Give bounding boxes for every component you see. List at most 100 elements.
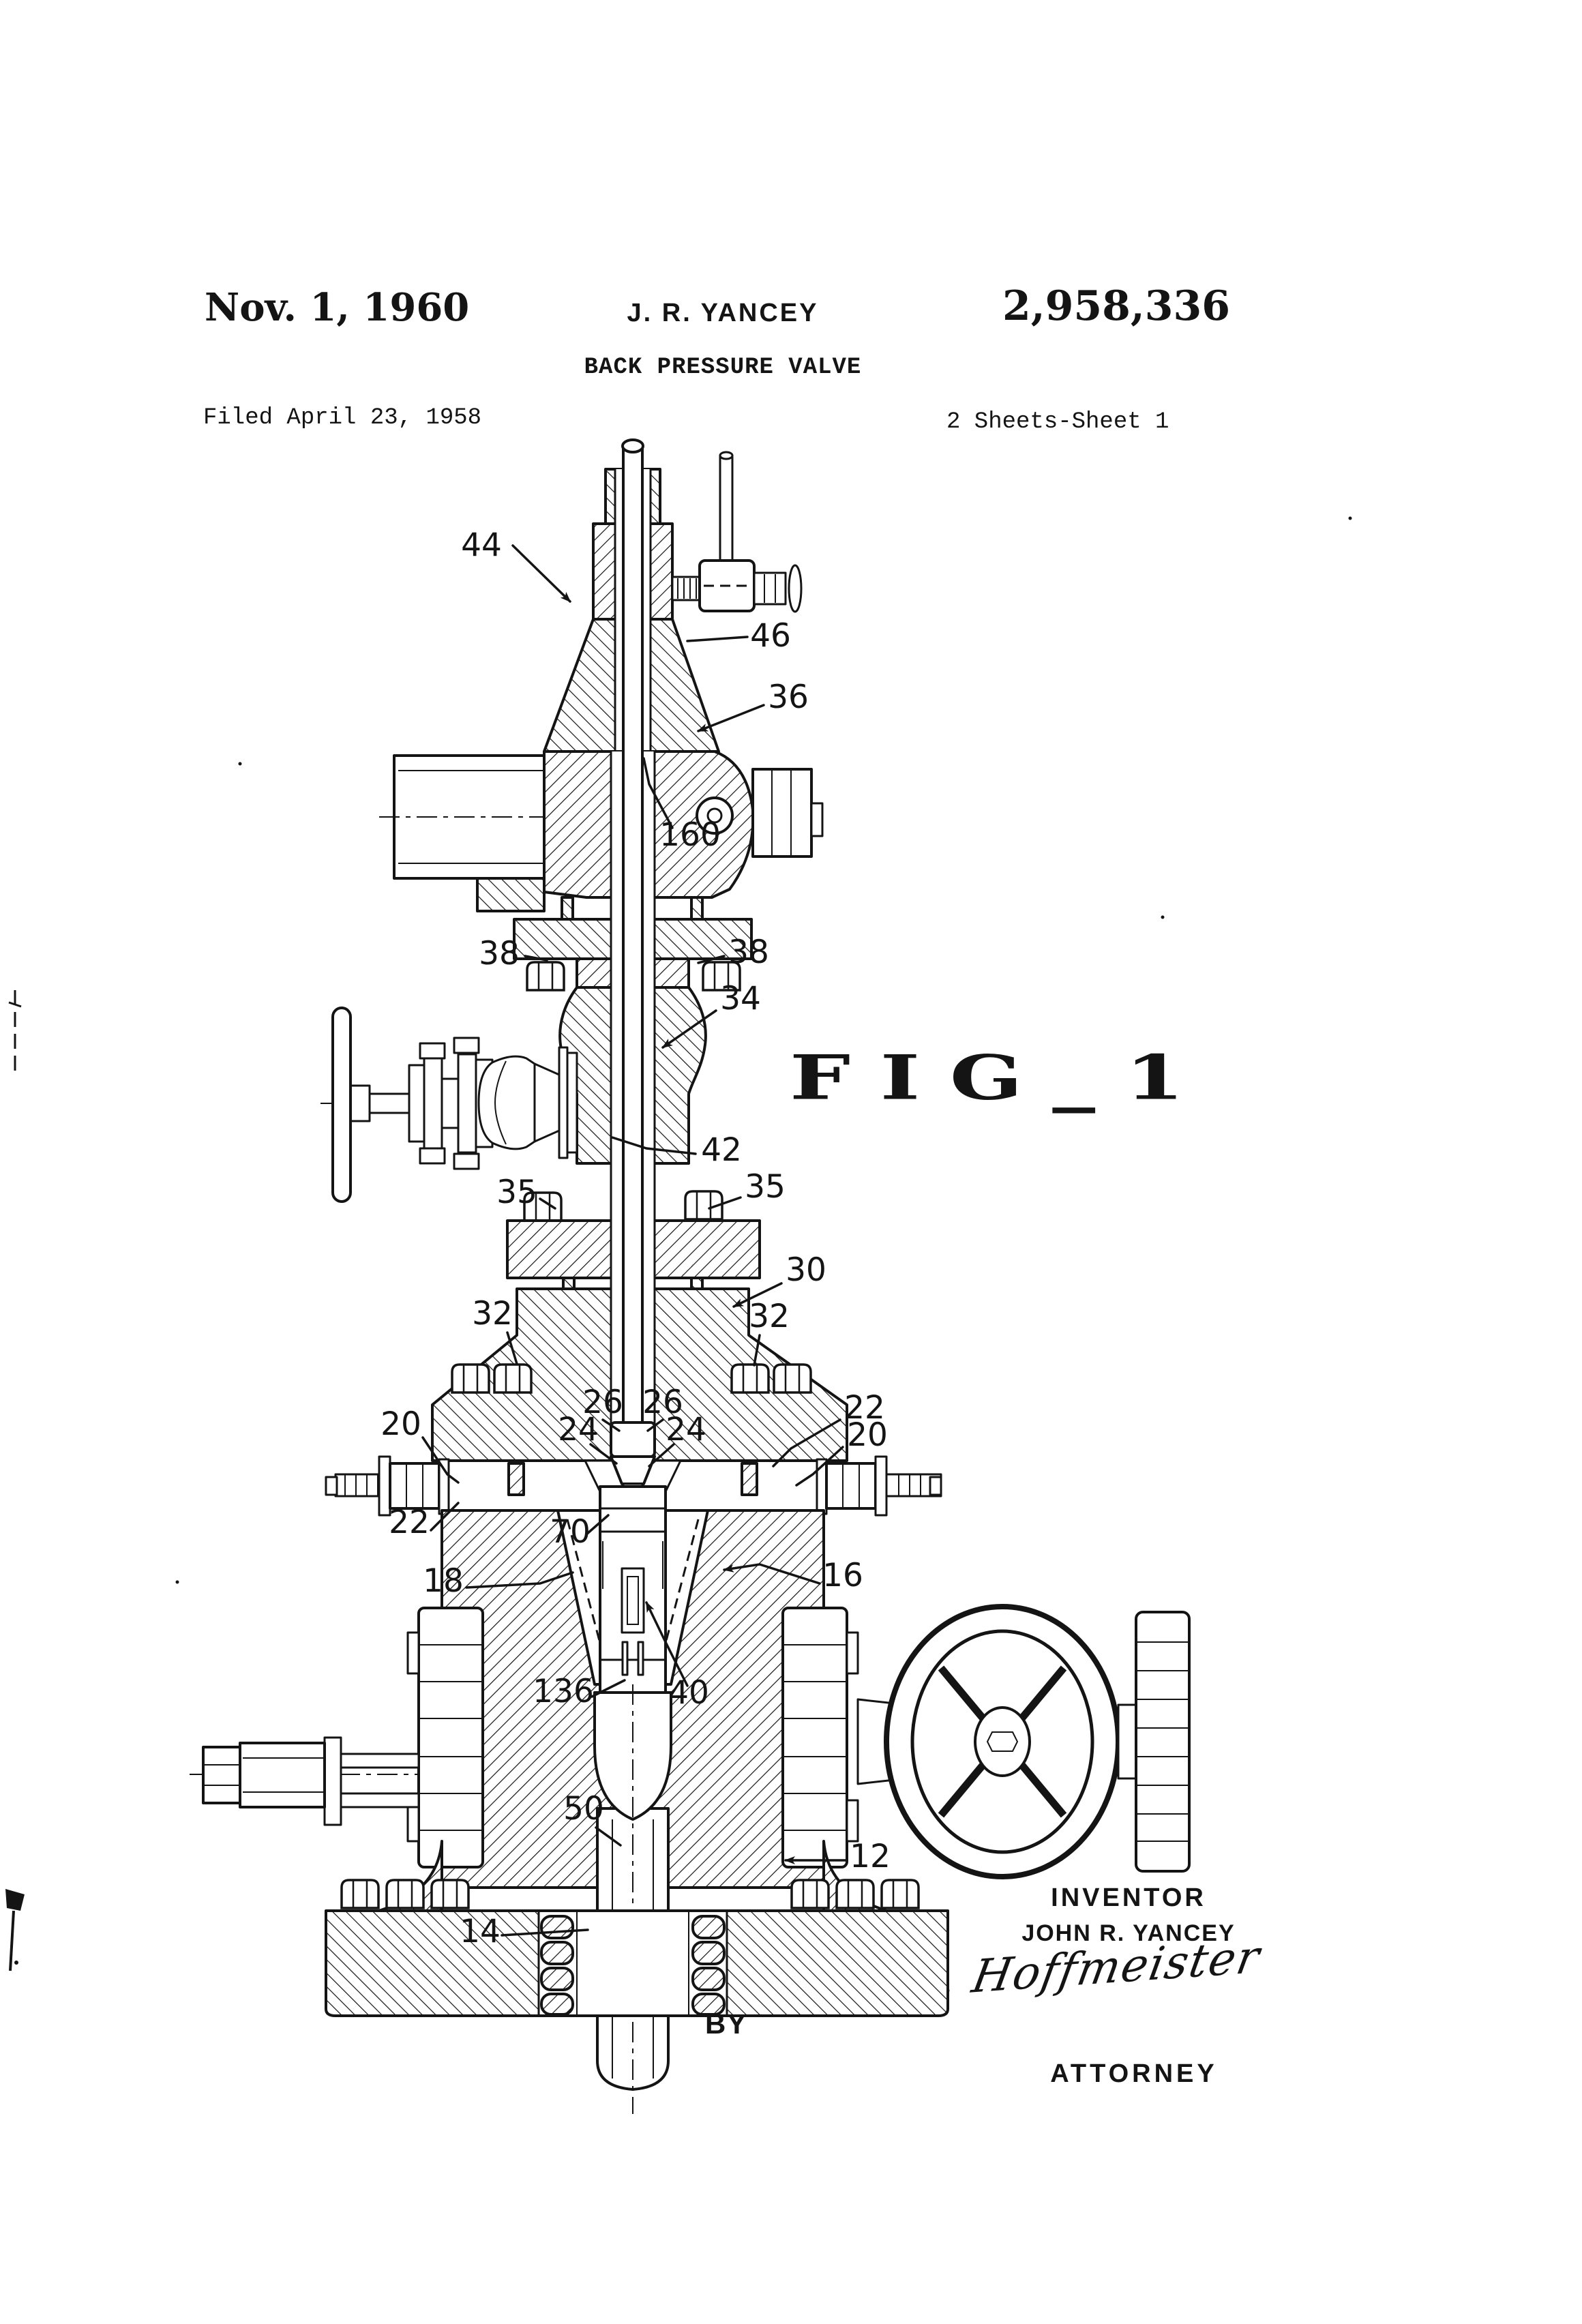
leader-70-21 [585,1514,610,1536]
base-bolt [430,1879,470,1909]
callout-20-19: 20 [380,1405,421,1443]
stud-nut-32 [773,1363,812,1394]
flange-bolt-38-left [526,961,565,992]
callout-38-4: 38 [479,935,520,972]
stud-nut-20-left [389,1462,441,1510]
ring-gasket-22-right [741,1462,758,1496]
callout-24-15: 24 [558,1411,599,1448]
leader-16-23 [723,1563,821,1585]
leader-24-15 [589,1443,618,1465]
upper-bonnet-36 [379,750,824,921]
needle-valve-knob [788,564,803,613]
base-bolt [880,1879,920,1909]
base-bolt [340,1879,380,1909]
stud-nut-32 [493,1363,533,1394]
callout-35-9: 35 [745,1168,786,1206]
leader-44-0 [511,544,571,603]
hex-cap-nut [751,768,813,858]
leader-40-25 [645,1601,689,1687]
callout-24-16: 24 [666,1411,706,1448]
polished-rod-42 [622,443,644,1425]
leader-136-24 [591,1679,626,1698]
plug-cap-26 [610,1421,656,1458]
sheet-indicator: 2 Sheets-Sheet 1 [946,409,1169,435]
leader-26-14 [646,1418,664,1432]
port-136 [621,1641,629,1676]
leader-50-26 [595,1826,622,1847]
leader-22-20 [430,1502,460,1532]
leader-18-22 [465,1571,574,1589]
leader-35-9 [708,1196,742,1210]
plug-cone-24 [610,1455,656,1485]
callout-35-8: 35 [496,1174,537,1211]
leader-42-7 [611,1136,697,1155]
base-flange-14 [325,1840,949,2017]
inventor-heading: INVENTOR [1051,1883,1206,1912]
callout-34-6: 34 [720,980,761,1017]
callout-26-14: 26 [642,1384,683,1421]
left-outlet [190,1607,484,1868]
right-gate-valve [781,1604,1191,1879]
leader-38-5 [697,955,726,964]
base-bolt [835,1879,875,1909]
left-handwheel [331,1007,352,1203]
figure-label: FIG_1 [790,1042,1214,1114]
callout-32-11: 32 [472,1295,513,1332]
callout-136-24: 136 [533,1673,594,1710]
lubricator-fitting-46 [671,451,803,613]
callout-18-22: 18 [423,1562,464,1600]
callout-70-21: 70 [550,1513,591,1551]
stud-nut-32 [730,1363,770,1394]
left-outlet-flange [417,1607,484,1868]
callout-20-18: 20 [847,1416,888,1454]
leader-36-2 [697,704,765,732]
ring-gasket-22-left [507,1462,525,1496]
left-wing-valve [320,1007,578,1203]
left-outlet-pipe [239,1742,326,1808]
filed-date: Filed April 23, 1958 [203,405,482,431]
leader-46-1 [686,636,749,642]
plug-nose-50 [593,1691,672,1821]
leader-22-17 [772,1418,841,1468]
callout-160-3: 160 [659,816,721,854]
callout-46-1: 46 [750,617,791,655]
leader-34-6 [661,1009,717,1049]
valve-body-bulb [477,1055,536,1150]
patent-number: 2,958,336 [1002,282,1231,330]
callout-40-25: 40 [668,1674,709,1712]
patent-date: Nov. 1, 1960 [205,285,470,330]
base-bolt [790,1879,830,1909]
callout-30-10: 30 [786,1251,826,1289]
leader-20-18 [795,1446,844,1487]
packing-coil [540,1915,574,1939]
callout-22-17: 22 [844,1389,885,1427]
stud-nut-32 [451,1363,490,1394]
companion-flange [1135,1611,1191,1873]
leader-35-8 [539,1197,556,1210]
callout-38-5: 38 [728,934,769,971]
inventor-name: JOHN R. YANCEY [1021,1920,1236,1946]
callout-36-2: 36 [768,679,809,716]
invention-title: BACK PRESSURE VALVE [584,355,862,381]
callout-44-0: 44 [461,526,502,564]
leader-14-28 [501,1928,589,1937]
central-bore-and-rod [610,438,656,1461]
check-valve-assembly [593,1485,672,2114]
callout-32-12: 32 [749,1298,790,1335]
leader-32-11 [506,1331,518,1365]
right-outlet-flange [781,1607,848,1868]
attorney-label: ATTORNEY [1050,2059,1218,2088]
leader-160-3 [642,757,674,829]
callout-50-26: 50 [563,1790,604,1828]
leader-30-10 [732,1282,783,1308]
leader-24-16 [648,1443,675,1468]
callout-16-23: 16 [822,1557,863,1594]
leader-20-19 [421,1436,460,1484]
scan-artifacts [5,516,1352,1971]
callout-42-7: 42 [701,1131,742,1169]
callout-12-27: 12 [850,1838,891,1875]
base-bolt [385,1879,425,1909]
